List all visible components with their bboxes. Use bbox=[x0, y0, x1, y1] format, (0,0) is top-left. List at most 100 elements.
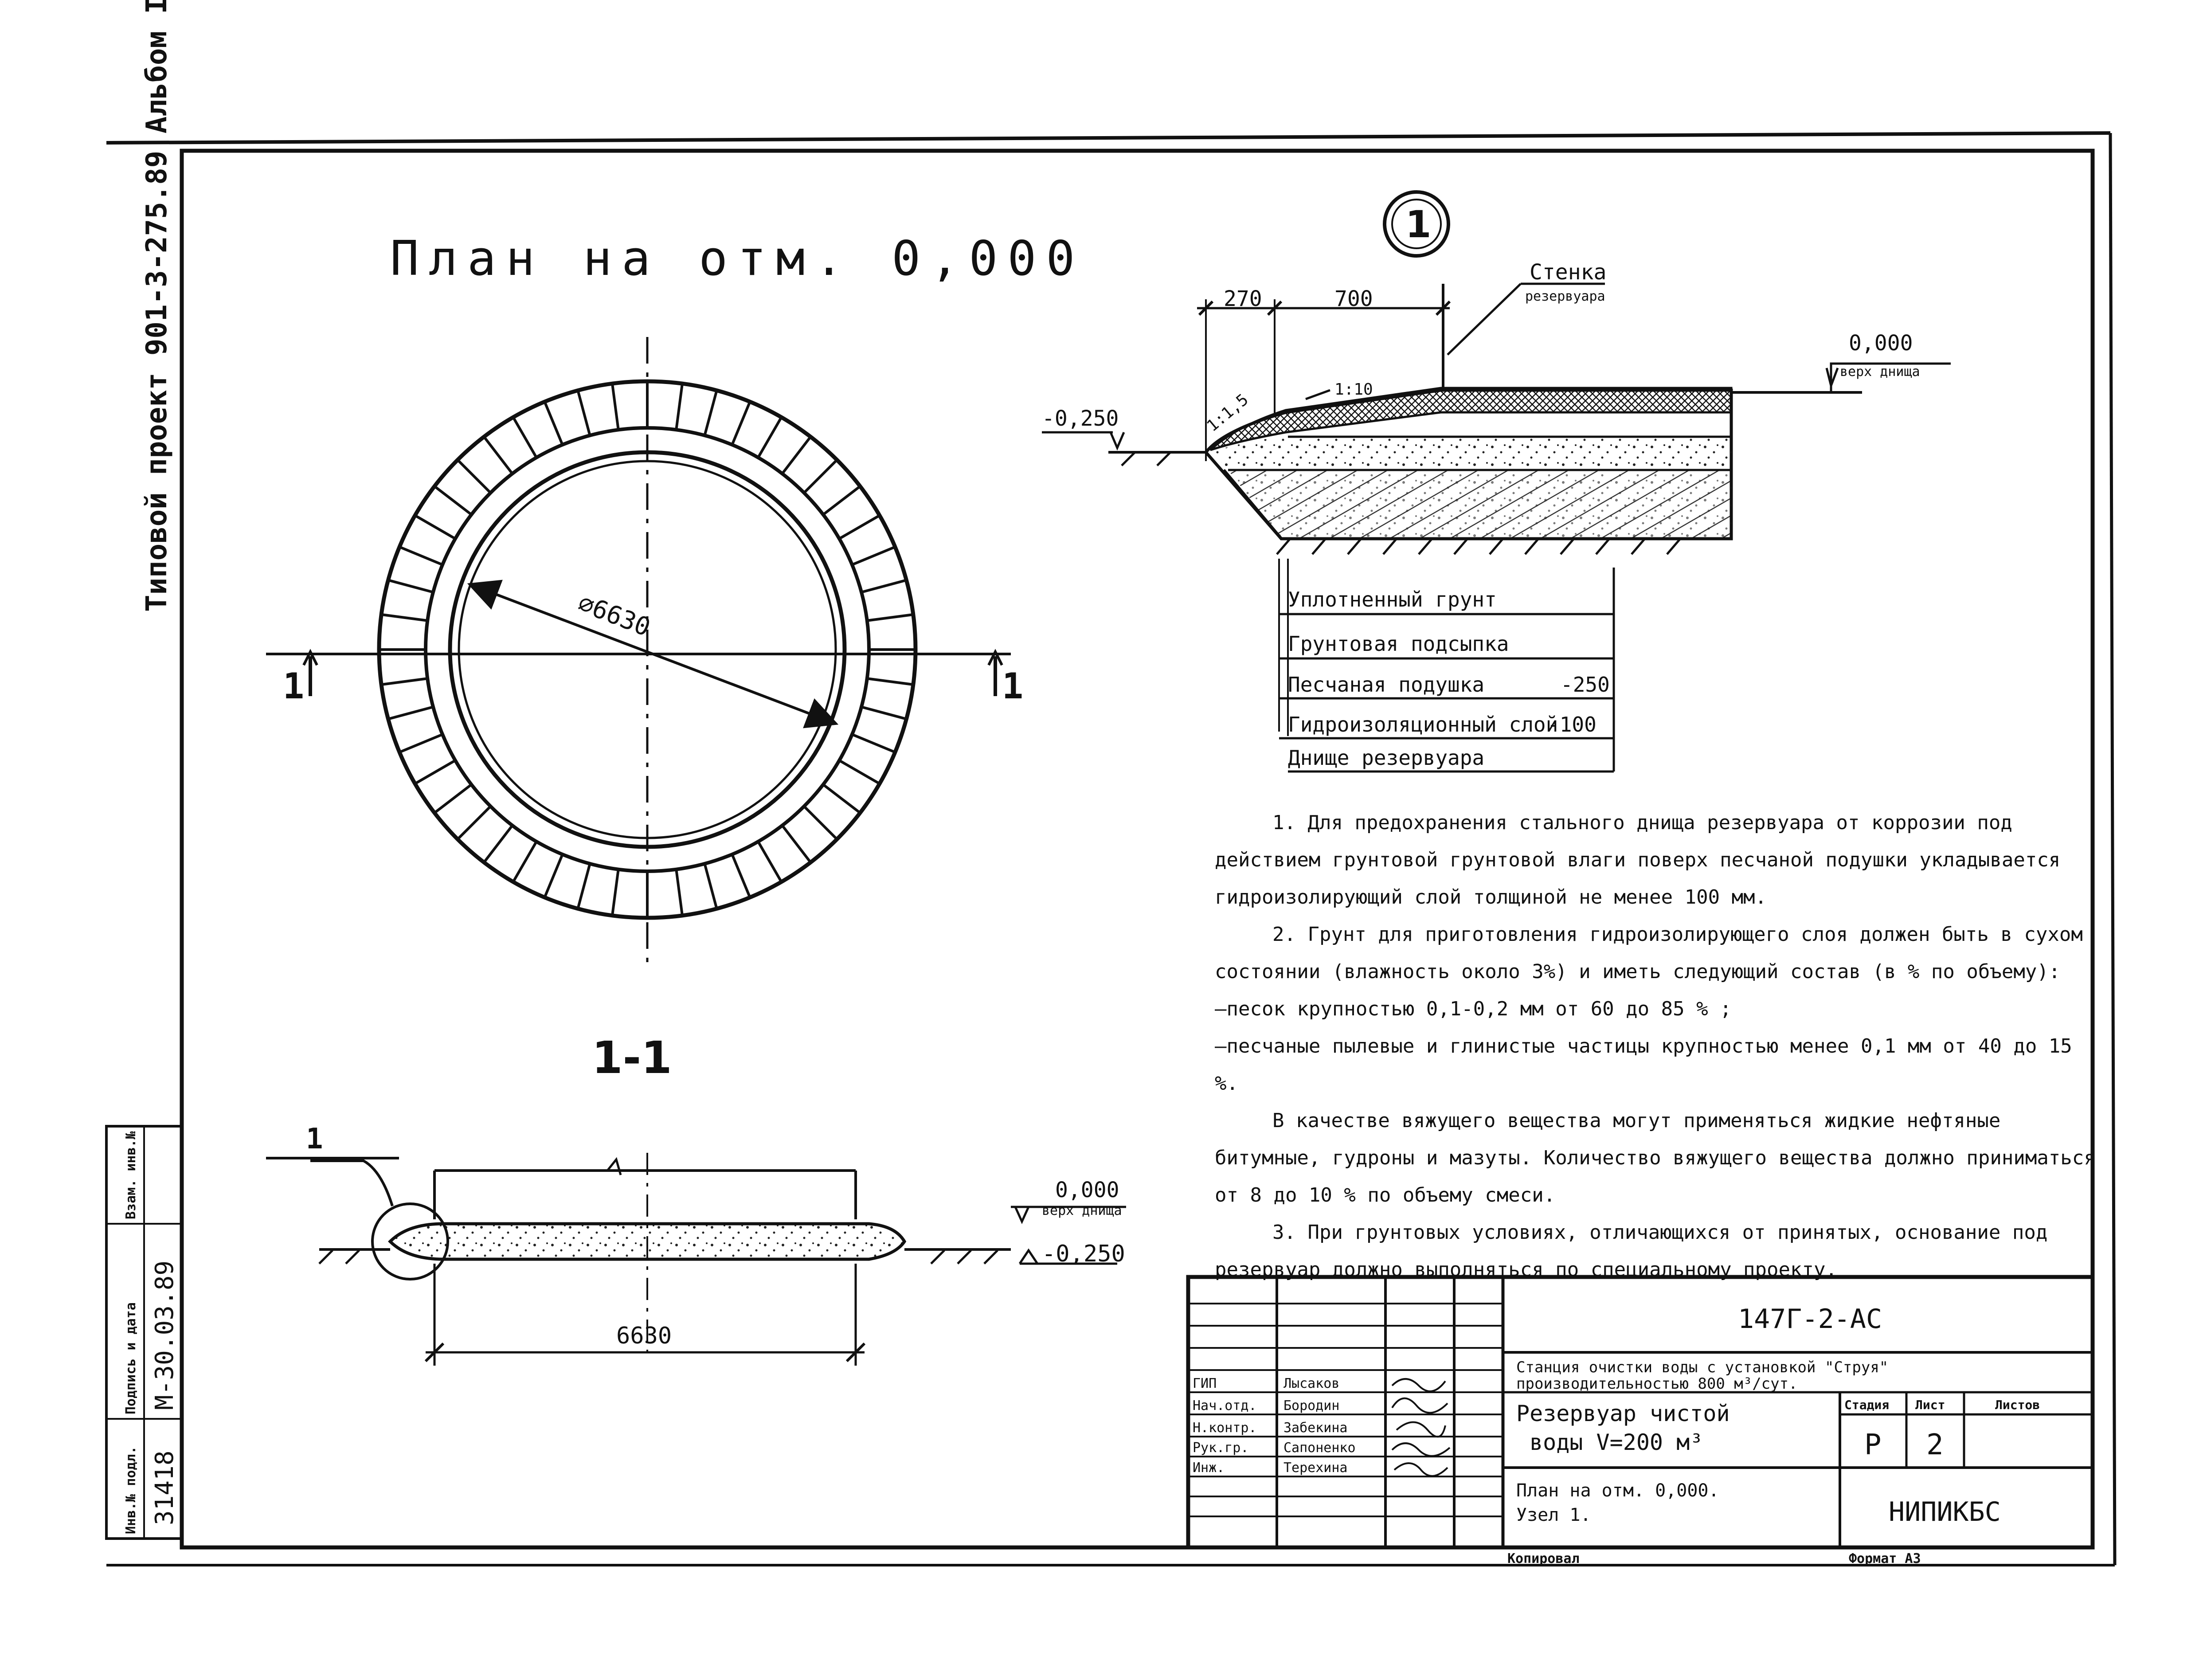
ring-segment bbox=[434, 485, 473, 516]
ring-segment bbox=[861, 705, 907, 721]
plan-view bbox=[266, 337, 1011, 962]
note-paragraph: 1. Для предохранения стального днища рез… bbox=[1215, 811, 2060, 909]
stamp-person: Забекина bbox=[1283, 1420, 1348, 1436]
section-callout: 1 bbox=[306, 1123, 323, 1155]
ring-segment bbox=[414, 514, 456, 540]
stamp-stage-label: Стадия bbox=[1844, 1398, 1889, 1412]
stamp-copied: Копировал bbox=[1507, 1551, 1580, 1566]
stamp-role: Нач.отд. bbox=[1193, 1398, 1257, 1414]
stamp-sheet-name-1: План на отм. 0,000. bbox=[1516, 1480, 1719, 1501]
stamp-person: Бородин bbox=[1283, 1398, 1339, 1414]
plan-title: План на отм. 0,000 bbox=[390, 231, 1084, 286]
ring-segment bbox=[861, 579, 907, 594]
section-view bbox=[266, 1153, 1126, 1366]
node-dim-b: 700 bbox=[1334, 286, 1373, 311]
ring-segment bbox=[543, 854, 564, 898]
ring-segment bbox=[483, 824, 513, 863]
layers-table bbox=[1279, 568, 1615, 773]
note-paragraph: —песок крупностью 0,1-0,2 мм от 60 до 85… bbox=[1215, 998, 1732, 1020]
stamp-role: Н.контр. bbox=[1193, 1420, 1257, 1436]
stamp-person: Лысаков bbox=[1283, 1376, 1339, 1391]
stamp-sheets-label: Листов bbox=[1995, 1398, 2040, 1412]
layer-name: Днище резервуара bbox=[1288, 746, 1484, 770]
ring-segment bbox=[543, 401, 564, 446]
layer-name: Грунтовая подсыпка bbox=[1288, 632, 1509, 656]
ring-segment bbox=[822, 783, 861, 814]
note-paragraph: —песчаные пылевые и глинистые частицы кр… bbox=[1215, 1035, 2072, 1095]
repl-inv-label: Взам. инв.№ bbox=[123, 1131, 139, 1219]
ring-segment bbox=[867, 613, 914, 622]
inv-label: Инв.№ подл. bbox=[123, 1446, 139, 1534]
stamp-person: Терехина bbox=[1283, 1460, 1348, 1476]
ring-segment bbox=[381, 613, 428, 622]
stamp-object-1: Резервуар чистой bbox=[1516, 1401, 1730, 1426]
stamp-role: Инж. bbox=[1193, 1460, 1225, 1476]
ring-segment bbox=[399, 545, 443, 566]
title-block bbox=[1186, 1275, 2095, 1550]
ring-segment bbox=[457, 459, 492, 494]
stamp-org: НИПИКБС bbox=[1889, 1496, 2001, 1527]
ring-segment bbox=[576, 390, 591, 436]
layer-name: Уплотненный грунт bbox=[1288, 587, 1497, 611]
layer-thickness: -250 bbox=[1561, 673, 1610, 697]
ring-segment bbox=[703, 390, 718, 436]
ring-segment bbox=[757, 841, 783, 883]
ring-segment bbox=[483, 436, 513, 475]
ring-segment bbox=[576, 863, 591, 909]
notes-block: 1. Для предохранения стального днища рез… bbox=[1215, 811, 2096, 1281]
ring-segment bbox=[414, 759, 456, 785]
ring-segment bbox=[867, 677, 914, 686]
ring-segment bbox=[803, 459, 838, 494]
ring-segment bbox=[731, 854, 751, 898]
node-level-top-note: верх днища bbox=[1840, 364, 1920, 380]
side-project-title: Типовой проект 901-3-275.89 Альбом II bbox=[141, 0, 173, 612]
note-paragraph: 3. При грунтовых условиях, отличающихся … bbox=[1215, 1221, 2047, 1281]
stamp-object-2: воды V=200 м³ bbox=[1530, 1429, 1703, 1455]
stamp-format: Формат А3 bbox=[1849, 1551, 1921, 1566]
ring-segment bbox=[822, 485, 861, 516]
note-paragraph: В качестве вяжущего вещества могут приме… bbox=[1215, 1109, 2096, 1206]
ring-segment bbox=[675, 869, 684, 916]
ring-segment bbox=[731, 401, 751, 446]
stamp-code: 147Г-2-АС bbox=[1738, 1304, 1882, 1335]
node-number: 1 bbox=[1405, 203, 1431, 246]
stamp-sheet-value: 2 bbox=[1926, 1429, 1944, 1461]
layer-name: Песчаная подушка bbox=[1288, 673, 1484, 697]
ring-segment bbox=[781, 824, 812, 863]
ring-segment bbox=[757, 416, 783, 458]
left-stamp: Взам. инв.№ Подпись и дата Инв.№ подл. М… bbox=[105, 1125, 183, 1540]
sign-date-value: М-30.03.89 bbox=[150, 1261, 179, 1410]
stamp-role: ГИП bbox=[1193, 1376, 1217, 1391]
ring-segment bbox=[611, 869, 620, 916]
layer-name: Гидроизоляционный слой bbox=[1288, 713, 1558, 736]
node-slope-2: 1:10 bbox=[1334, 380, 1373, 399]
section-bottom-level: -0,250 bbox=[1042, 1241, 1125, 1267]
ring-segment bbox=[434, 783, 473, 814]
ring-segment bbox=[838, 514, 880, 540]
ring-segment bbox=[381, 677, 428, 686]
ring-segment bbox=[387, 705, 434, 721]
section-top-level-note: верх днища bbox=[1042, 1203, 1122, 1218]
ring-segment bbox=[512, 416, 538, 458]
section-title: 1-1 bbox=[592, 1032, 672, 1084]
stamp-role: Рук.гр. bbox=[1193, 1440, 1248, 1456]
ring-segment bbox=[703, 863, 718, 909]
section-dimension: 6630 bbox=[616, 1323, 672, 1349]
stamp-project-1: Станция очистки воды с установкой "Струя… bbox=[1516, 1359, 1888, 1376]
section-mark-right: 1 bbox=[1002, 666, 1023, 707]
stamp-sheet-label: Лист bbox=[1915, 1398, 1945, 1412]
ring-segment bbox=[838, 759, 880, 785]
section-top-level: 0,000 bbox=[1055, 1178, 1119, 1202]
node-dim-a: 270 bbox=[1224, 286, 1262, 311]
inv-value: 31418 bbox=[150, 1450, 179, 1525]
stamp-stage-value: Р bbox=[1864, 1429, 1882, 1461]
ring-segment bbox=[675, 383, 684, 430]
layer-thickness: -100 bbox=[1547, 713, 1596, 736]
ring-segment bbox=[851, 733, 896, 754]
node-level-top: 0,000 bbox=[1849, 331, 1913, 356]
node-level-left: -0,250 bbox=[1042, 406, 1119, 431]
ring-segment bbox=[781, 436, 812, 475]
node-wall-label-1: Стенка bbox=[1530, 260, 1606, 285]
